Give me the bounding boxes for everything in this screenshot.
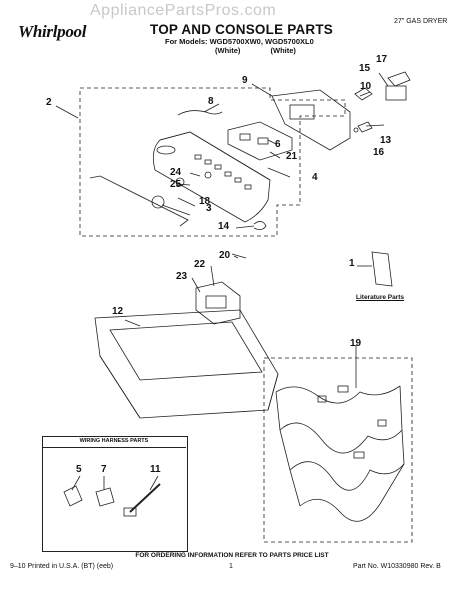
harness-assembly-outline: [263, 357, 413, 543]
part-number: Part No. W10330980 Rev. B: [353, 563, 441, 570]
literature-parts-label: Literature Parts: [356, 294, 405, 301]
callout-13: 13: [380, 135, 392, 146]
callout-12: 12: [112, 306, 124, 317]
part-24-rod: [89, 175, 189, 227]
part-14-clip: [253, 221, 267, 230]
wiring-harness-box: [42, 436, 188, 552]
callout-17: 17: [376, 54, 388, 65]
harness-19-wire: [275, 385, 401, 404]
part-20-screw: [231, 253, 247, 259]
electronic-control-board: [227, 121, 293, 161]
callout-3: 3: [206, 203, 212, 214]
callout-20: 20: [219, 250, 231, 261]
colors-line: (White) (White): [215, 46, 296, 55]
callout-8: 8: [208, 96, 214, 107]
callout-22: 22: [194, 259, 206, 270]
callout-6: 6: [275, 139, 281, 150]
harness-part-11: [129, 483, 161, 513]
part-17: [387, 71, 411, 87]
console-rear-panel: [271, 89, 351, 151]
part-15: [385, 85, 407, 101]
callout-16: 16: [373, 147, 385, 158]
knob-insert: [175, 177, 185, 187]
harness-part-5: [63, 485, 83, 507]
callout-21: 21: [286, 151, 298, 162]
callout-11: 11: [150, 464, 161, 475]
harness-8: [177, 110, 223, 116]
harness-part-7: [95, 487, 115, 507]
callout-14: 14: [218, 221, 230, 232]
brand-logo: Whirlpool: [18, 22, 87, 41]
callout-5: 5: [76, 464, 82, 475]
page-number: 1: [229, 563, 233, 570]
callout-19: 19: [350, 338, 362, 349]
page-title: TOP AND CONSOLE PARTS: [150, 22, 333, 37]
callout-23: 23: [176, 271, 188, 282]
callout-4: 4: [312, 172, 318, 183]
control-knob: [151, 195, 165, 209]
product-type: 27" GAS DRYER: [394, 18, 448, 25]
callout-10: 10: [360, 81, 372, 92]
watermark-text: AppliancePartsPros.com: [90, 2, 277, 19]
literature-booklet: [371, 251, 393, 287]
part-10: [354, 87, 373, 101]
console-assembly-outline: [79, 87, 346, 237]
part-22-bracket: [195, 281, 241, 325]
callout-1: 1: [349, 258, 355, 269]
print-info: 9–10 Printed in U.S.A. (BT) (eeb): [10, 563, 114, 570]
callout-9: 9: [242, 75, 248, 86]
ordering-info: FOR ORDERING INFORMATION REFER TO PARTS …: [135, 552, 329, 559]
push-button: [204, 171, 212, 179]
callout-2: 2: [46, 97, 52, 108]
top-panel: [94, 309, 279, 419]
callout-25: 25: [170, 179, 182, 190]
wiring-harness-title: WIRING HARNESS PARTS: [42, 436, 186, 448]
callout-24: 24: [170, 167, 182, 178]
console-body: [152, 131, 271, 223]
callout-18: 18: [199, 196, 211, 207]
callout-7: 7: [101, 464, 107, 475]
part-13: [357, 121, 373, 133]
console-logo-badge: [156, 145, 176, 155]
callout-15: 15: [359, 63, 371, 74]
models-line: For Models: WGD5700XW0, WGD5700XL0: [165, 37, 314, 46]
